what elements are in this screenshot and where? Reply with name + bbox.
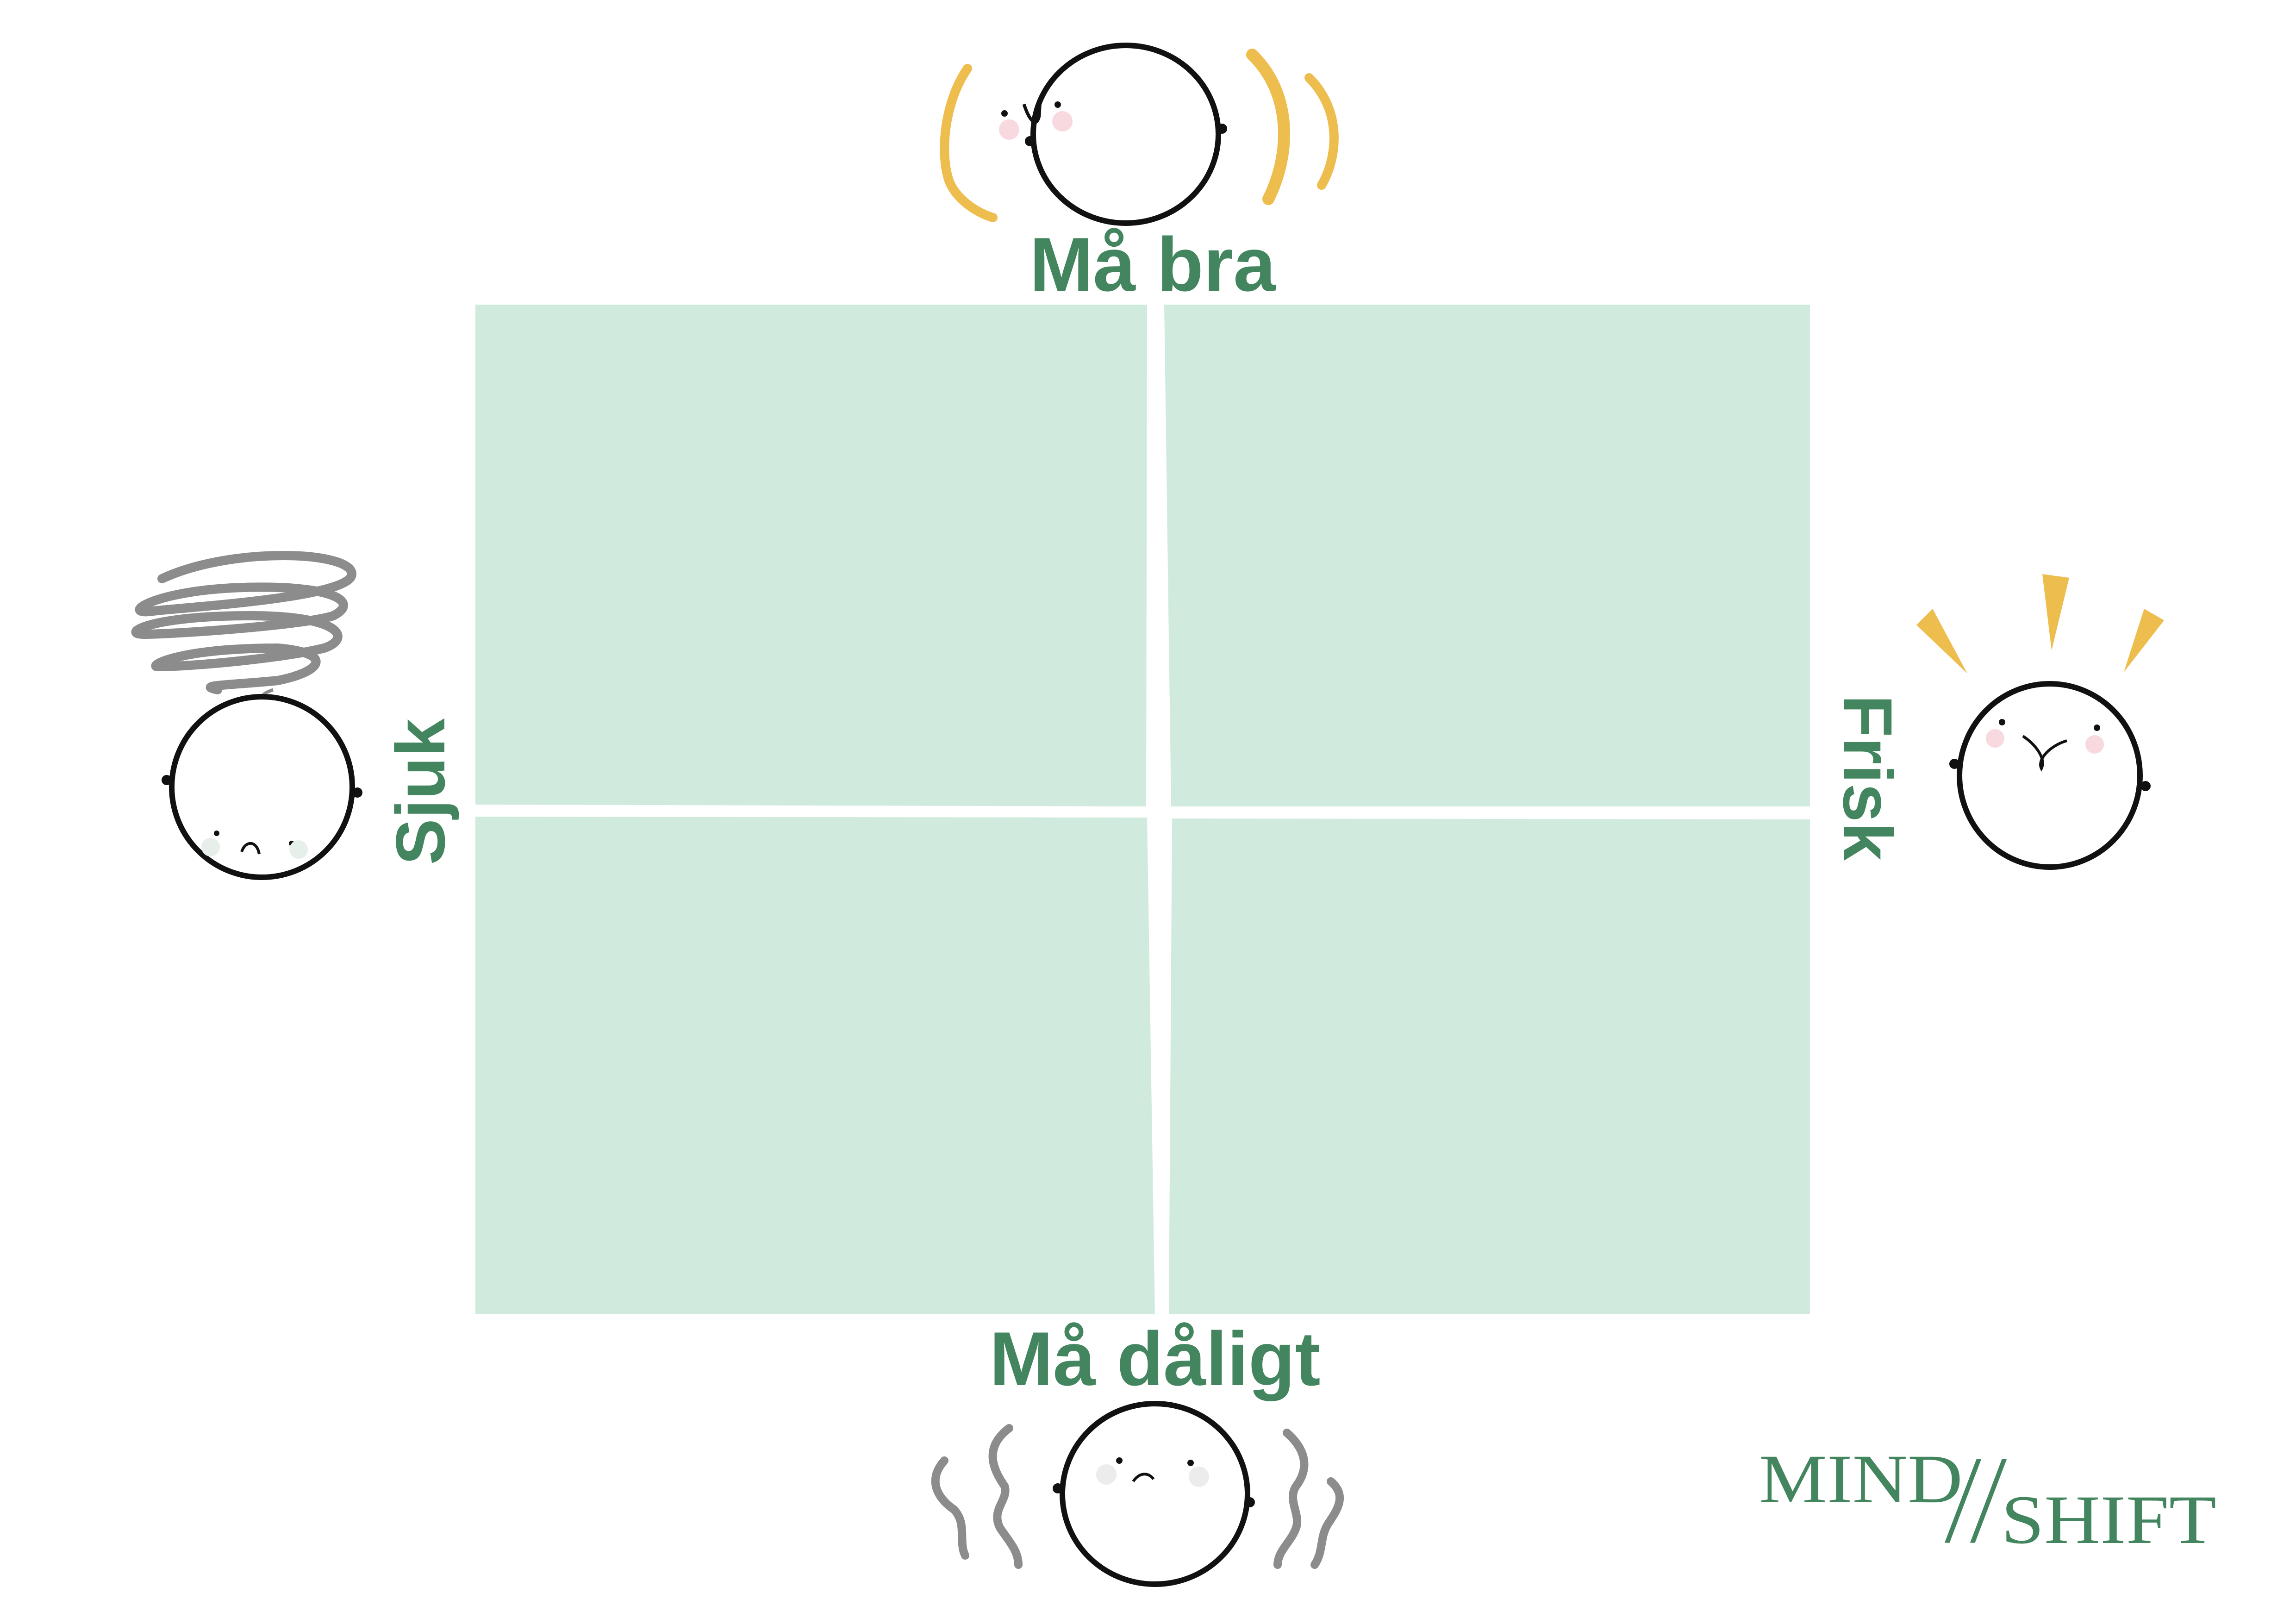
happy-face-icon <box>940 43 1339 226</box>
sick-face-icon <box>131 551 362 880</box>
quadrant-bottom-left <box>475 817 1155 1314</box>
logo-word-shift: SHIFT <box>2001 1481 2216 1558</box>
healthy-face-icon <box>1916 574 2164 870</box>
label-feel-good: Må bra <box>1029 222 1276 307</box>
logo-word-mind: MIND <box>1759 1441 1963 1518</box>
logo-separator: // <box>1945 1430 2007 1569</box>
quadrant-grid <box>475 305 1810 1314</box>
quadrant-top-right <box>1164 305 1810 806</box>
quadrant-bottom-right <box>1169 818 1810 1314</box>
quadrant-top-left <box>475 305 1147 806</box>
label-healthy: Frisk <box>1829 695 1907 861</box>
mindshift-logo: MIND // SHIFT <box>1759 1430 2216 1569</box>
label-sick: Sjuk <box>381 718 459 865</box>
sad-face-icon <box>931 1401 1344 1587</box>
label-feel-bad: Må dåligt <box>989 1316 1320 1401</box>
